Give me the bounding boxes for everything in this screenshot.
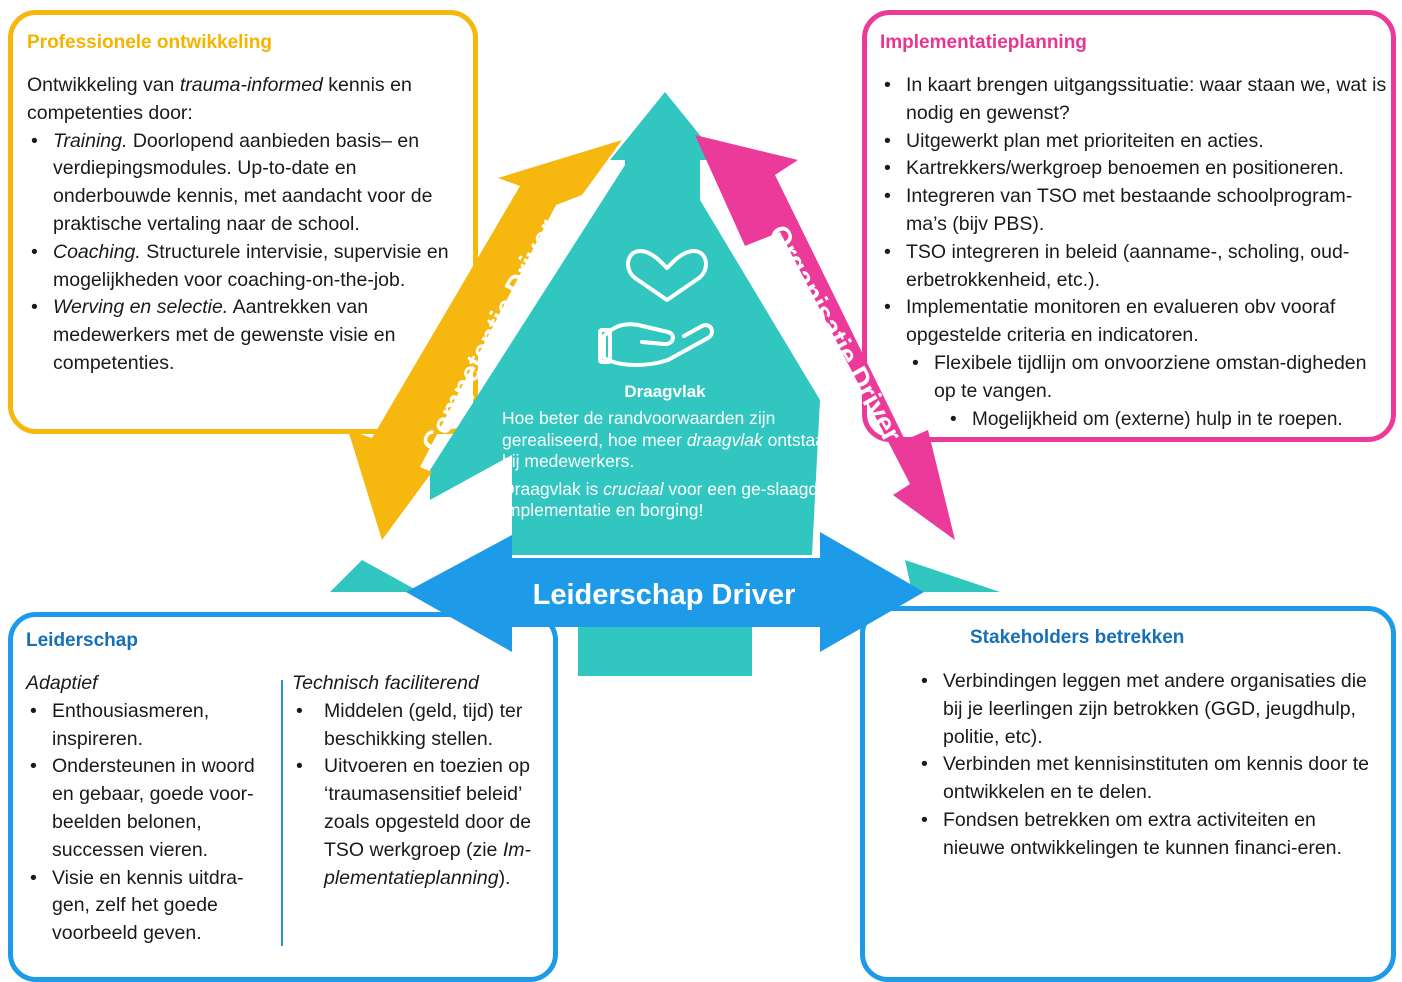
implementation-planning-list: In kaart brengen uitgangssituatie: waar … [880, 72, 1388, 433]
draagvlak-p1-em: draagvlak [686, 429, 763, 450]
list-item: Enthousiasmeren, inspireren. [26, 698, 276, 754]
list-item: Implementatie monitoren en evalueren obv… [880, 294, 1388, 350]
teal-triangle-left-base [330, 560, 420, 592]
list-item: In kaart brengen uitgangssituatie: waar … [880, 72, 1388, 128]
item-em: Coaching. [53, 240, 141, 263]
list-item: Training. Doorlopend aanbieden basis– en… [27, 128, 457, 239]
draagvlak-paragraph-1: Hoe beter de randvoorwaarden zijn gereal… [502, 408, 834, 473]
heart-in-hand-icon [598, 249, 714, 367]
draagvlak-paragraph-2: Draagvlak is cruciaal voor een ge-slaagd… [502, 479, 834, 522]
list-item: TSO integreren in beleid (aanname-, scho… [880, 239, 1388, 295]
item-em: Werving en selectie. [53, 296, 229, 319]
list-item: Visie en kennis uitdra-gen, zelf het goe… [26, 865, 276, 948]
organisatie-arrow [695, 135, 955, 540]
list-item: Uitvoeren en toezien op ‘traumasensitief… [292, 753, 550, 892]
leadership-title: Leiderschap [26, 630, 138, 651]
intro-text-a: Ontwikkeling van [27, 74, 180, 96]
sub-list-item: Flexibele tijdlijn om onvoorziene omstan… [908, 350, 1388, 406]
implementation-planning-title: Implementatieplanning [880, 32, 1087, 53]
adaptive-heading-text: Adaptief [26, 672, 98, 694]
leadership-column-divider [281, 680, 283, 946]
adaptive-list: Enthousiasmeren, inspireren. Ondersteune… [26, 698, 276, 948]
draagvlak-title: Draagvlak [624, 382, 706, 401]
technical-heading-text: Technisch faciliterend [292, 672, 479, 694]
list-item: Verbindingen leggen met andere organisat… [917, 668, 1377, 751]
intro-text-em: trauma-informed [179, 74, 323, 96]
leadership-adaptive-column: Adaptief Enthousiasmeren, inspireren. On… [26, 670, 276, 948]
implementation-planning-content: In kaart brengen uitgangssituatie: waar … [880, 72, 1388, 433]
professional-development-content: Ontwikkeling van trauma-informed kennis … [27, 72, 457, 378]
item-text-em: Im-plementatieplanning [324, 838, 531, 889]
item-text: Structurele intervisie, supervisie en mo… [53, 240, 449, 291]
leiderschap-driver-label: Leiderschap Driver [533, 579, 796, 611]
technical-heading: Technisch faciliterend [292, 670, 550, 698]
list-item: Fondsen betrekken om extra activiteiten … [917, 807, 1377, 863]
sub-sub-list-item: Mogelijkheid om (externe) hulp in te roe… [946, 406, 1388, 434]
teal-triangle-right-base [905, 560, 1000, 592]
list-item: Coaching. Structurele intervisie, superv… [27, 239, 457, 295]
driver-diagram: Competentie Driver Organisatie Driver Le… [330, 92, 1000, 676]
draagvlak-p2-em: cruciaal [603, 478, 664, 499]
draagvlak-p1-a: Hoe beter de randvoorwaarden zijn gereal… [502, 408, 776, 450]
item-text-b: ). [498, 866, 511, 889]
draagvlak-p2-b: voor een ge-slaagde implementatie en bor… [502, 478, 828, 521]
stakeholders-title: Stakeholders betrekken [970, 627, 1185, 648]
leiderschap-arrow [406, 532, 924, 652]
item-em: Training. [53, 129, 128, 152]
draagvlak-p1-b: ontstaat bij medewerkers. [502, 429, 830, 472]
list-item: Integreren van TSO met bestaande schoolp… [880, 183, 1388, 239]
stakeholders-content: Verbindingen leggen met andere organisat… [917, 668, 1377, 863]
item-text: Aantrekken van medewerkers met de gewens… [53, 296, 396, 374]
item-text-a: Uitvoeren en toezien op ‘traumasensitief… [324, 755, 532, 861]
list-item: Verbinden met kennisinstituten om kennis… [917, 751, 1377, 807]
leadership-technical-column: Technisch faciliterend Middelen (geld, t… [292, 670, 550, 892]
item-text: Doorlopend aanbieden basis– en verdiepin… [53, 129, 433, 235]
professional-development-intro: Ontwikkeling van trauma-informed kennis … [27, 72, 457, 128]
list-item: Ondersteunen in woord en gebaar, goede v… [26, 753, 276, 864]
technical-list: Middelen (geld, tijd) ter beschikking st… [292, 698, 550, 893]
stakeholders-list: Verbindingen leggen met andere organisat… [917, 668, 1377, 863]
list-item: Uitgewerkt plan met prioriteiten en acti… [880, 128, 1388, 156]
adaptive-heading: Adaptief [26, 670, 276, 698]
professional-development-list: Training. Doorlopend aanbieden basis– en… [27, 128, 457, 378]
intro-text-b: kennis en competenties door: [27, 74, 412, 124]
draagvlak-p2-a: Draagvlak is [502, 478, 604, 499]
draagvlak-text: Hoe beter de randvoorwaarden zijn gereal… [502, 408, 834, 522]
list-item: Kartrekkers/werkgroep benoemen en positi… [880, 155, 1388, 183]
list-item: Middelen (geld, tijd) ter beschikking st… [292, 698, 550, 754]
list-item: Werving en selectie. Aantrekken van mede… [27, 294, 457, 377]
professional-development-title: Professionele ontwikkeling [27, 32, 272, 53]
competentie-arrow [348, 140, 622, 540]
